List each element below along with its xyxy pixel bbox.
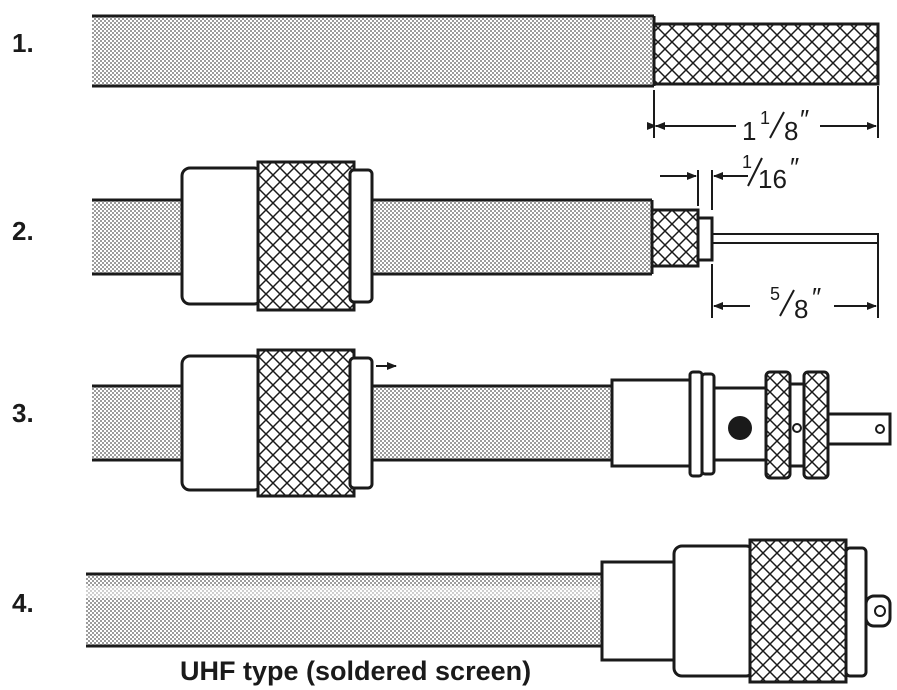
nut-body [180, 166, 264, 306]
inner-conductor [711, 233, 879, 244]
nut-body [180, 354, 264, 492]
dim-denominator: 16 [758, 164, 787, 194]
dim-inch-mark: ″ [800, 104, 809, 134]
dim-inch-mark: ″ [790, 152, 799, 182]
nut-rim [348, 356, 374, 490]
plug-collar-knurl-2 [802, 370, 830, 480]
dimension-braid-strip: 1 1 8 ″ [647, 86, 879, 146]
dim-numerator: 1 [742, 152, 752, 172]
step-4-cable [86, 572, 606, 648]
diagram-caption: UHF type (soldered screen) [180, 656, 531, 686]
dim-numerator: 5 [770, 284, 780, 304]
braid-screen [652, 22, 880, 86]
step-2-coupling-nut [180, 160, 374, 312]
step-3-coupling-nut [180, 348, 374, 498]
pin-tip-hole [875, 424, 885, 434]
pin-tip [864, 594, 892, 628]
dim-denominator: 8 [794, 294, 808, 324]
dim-whole: 1 [742, 116, 756, 146]
nut-rim [844, 546, 868, 678]
dim-denominator: 8 [784, 116, 798, 146]
plug-collar-knurl-1 [764, 370, 792, 480]
nut-rim [348, 168, 374, 304]
braid-stub [650, 208, 700, 268]
cable-jacket [92, 16, 654, 86]
pin-hole [792, 423, 802, 433]
dim-numerator: 1 [760, 108, 770, 128]
pin-tip-hole [874, 605, 886, 617]
nut-knurl [256, 348, 356, 498]
plug-thread-1 [688, 370, 704, 478]
dimension-conductor: 5 8 ″ [711, 244, 879, 324]
nut-body [672, 544, 756, 678]
nut-knurl [256, 160, 356, 312]
step-1-stripped-cable [92, 14, 880, 88]
step-2-label: 2. [12, 216, 34, 246]
cable-jacket [86, 574, 606, 646]
plug-sleeve [610, 378, 694, 468]
dimension-gap: 1 16 ″ [660, 152, 799, 210]
plug-insulator [826, 412, 892, 446]
step-3-label: 3. [12, 398, 34, 428]
plug-thread-2 [700, 372, 716, 476]
jacket-band [86, 586, 606, 598]
dielectric [696, 216, 714, 262]
plug-sleeve [600, 560, 684, 662]
dim-inch-mark: ″ [812, 282, 821, 312]
step-1-label: 1. [12, 28, 34, 58]
nut-knurl [748, 538, 848, 684]
solder-hole [728, 416, 752, 440]
step-4-assembled-connector [600, 538, 892, 684]
step-3-plug-body [610, 370, 892, 480]
step-4-label: 4. [12, 588, 34, 618]
